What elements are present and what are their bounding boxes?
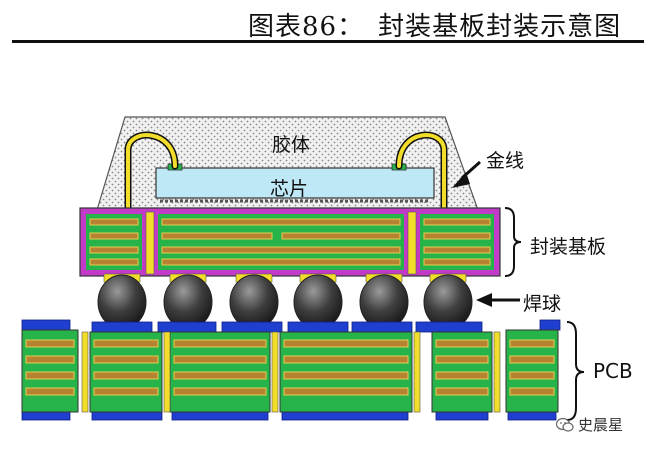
pcb-label: PCB bbox=[593, 359, 633, 383]
substrate-bracket bbox=[504, 207, 522, 277]
mold-label: 胶体 bbox=[272, 134, 311, 156]
solder-ball bbox=[293, 274, 343, 330]
watermark-text: 史晨星 bbox=[578, 416, 624, 434]
pcb-bracket bbox=[566, 321, 585, 421]
solder-ball bbox=[97, 274, 147, 330]
solder-ball bbox=[359, 274, 409, 330]
solder-ball bbox=[163, 274, 213, 330]
figure-title: 图表86： 封装基板封装示意图 bbox=[248, 12, 622, 42]
title-rule bbox=[12, 40, 644, 43]
substrate-label: 封装基板 bbox=[530, 236, 607, 258]
chip-label: 芯片 bbox=[270, 178, 309, 200]
solder-ball-label: 焊球 bbox=[523, 293, 562, 315]
solder-ball bbox=[423, 274, 473, 330]
wechat-icon bbox=[556, 417, 574, 432]
solder-balls bbox=[97, 274, 473, 330]
chip bbox=[155, 167, 435, 199]
solder-ball bbox=[229, 274, 279, 330]
wire-label: 金线 bbox=[486, 150, 525, 172]
watermark: 史晨星 bbox=[556, 414, 623, 435]
